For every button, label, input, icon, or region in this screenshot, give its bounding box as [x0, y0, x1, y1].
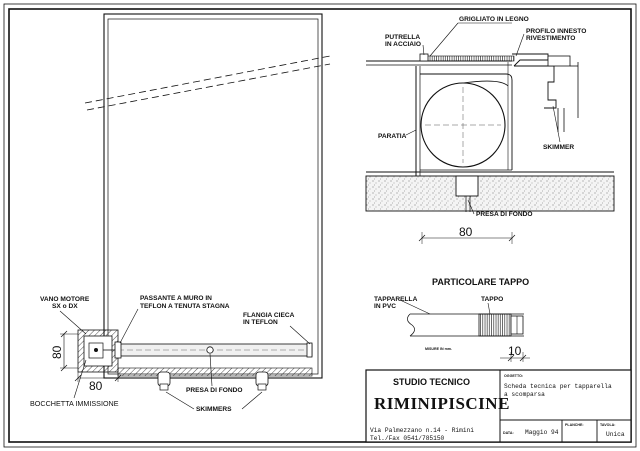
label-misure: MISURE IN mm.	[425, 347, 452, 351]
phone: Tel./Fax 0541/785150	[370, 435, 445, 442]
outer-frame	[3, 3, 637, 448]
label-tappo: TAPPO	[481, 296, 503, 303]
oggetto-line2: a scomparsa	[504, 391, 545, 398]
plan-labels: VANO MOTORE SX o DX PASSANTE A MURO IN T…	[30, 295, 311, 413]
label-tapparella-2: IN PVC	[374, 303, 396, 310]
label-vano-motore-2: SX o DX	[52, 303, 78, 310]
label-flangia-2: IN TEFLON	[243, 319, 278, 326]
label-skimmer: SKIMMER	[543, 144, 574, 151]
label-putrella-1: PUTRELLA	[385, 34, 420, 41]
data-value: Maggio 94	[525, 429, 559, 436]
label-passante-2: TEFLON A TENUTA STAGNA	[140, 303, 230, 310]
address: Via Palmezzano n.14 - Rimini	[370, 427, 474, 434]
planche-label: PLANCHE:	[565, 423, 584, 427]
label-profilo-2: RIVESTIMENTO	[526, 35, 575, 42]
label-paratia: PARATIA	[378, 133, 407, 140]
roller-drum	[114, 341, 313, 377]
dim-80-vertical: 80	[50, 345, 64, 359]
brand-name: RIMINIPISCINE	[374, 394, 510, 413]
tappo-detail: PARTICOLARE TAPPO TAPPARELLA IN PVC TAPP…	[374, 277, 530, 362]
label-skimmers: SKIMMERS	[196, 406, 232, 413]
section-labels: GRIGLIATO IN LEGNO PUTRELLA IN ACCIAIO P…	[378, 16, 586, 244]
oggetto-label: OGGETTO:	[504, 374, 523, 378]
label-flangia-1: FLANGIA CIECA	[243, 312, 295, 319]
data-label: DATA:	[503, 431, 514, 435]
studio-tecnico: STUDIO TECNICO	[393, 377, 470, 387]
label-presa-fondo-plan: PRESA DI FONDO	[186, 387, 243, 394]
title-block: STUDIO TECNICO RIMINIPISCINE Via Palmezz…	[365, 369, 632, 443]
skimmers-plan	[157, 371, 269, 391]
label-presa-fondo-section: PRESA DI FONDO	[476, 211, 533, 218]
label-vano-motore-1: VANO MOTORE	[40, 296, 90, 303]
label-grigliato: GRIGLIATO IN LEGNO	[459, 16, 529, 23]
tavola-value: Unica	[606, 431, 625, 438]
motor-room	[77, 329, 119, 373]
label-profilo-1: PROFILO INNESTO	[526, 28, 586, 35]
pool-plan-view	[84, 13, 331, 379]
particolare-tappo-title: PARTICOLARE TAPPO	[432, 277, 529, 287]
oggetto-line1: Scheda tecnica per tapparella	[504, 383, 612, 390]
dim-80-horizontal: 80	[89, 379, 103, 393]
dim-80-section: 80	[459, 225, 473, 239]
inner-frame	[8, 8, 632, 443]
label-putrella-2: IN ACCIAIO	[385, 41, 421, 48]
tavola-label: TAVOLA:	[600, 423, 615, 427]
label-bocchetta: BOCCHETTA IMMISSIONE	[30, 399, 119, 408]
label-passante-1: PASSANTE A MURO IN	[140, 295, 212, 302]
label-tapparella-1: TAPPARELLA	[374, 296, 418, 303]
section-view	[365, 53, 615, 212]
dim-10: 10	[508, 344, 522, 358]
